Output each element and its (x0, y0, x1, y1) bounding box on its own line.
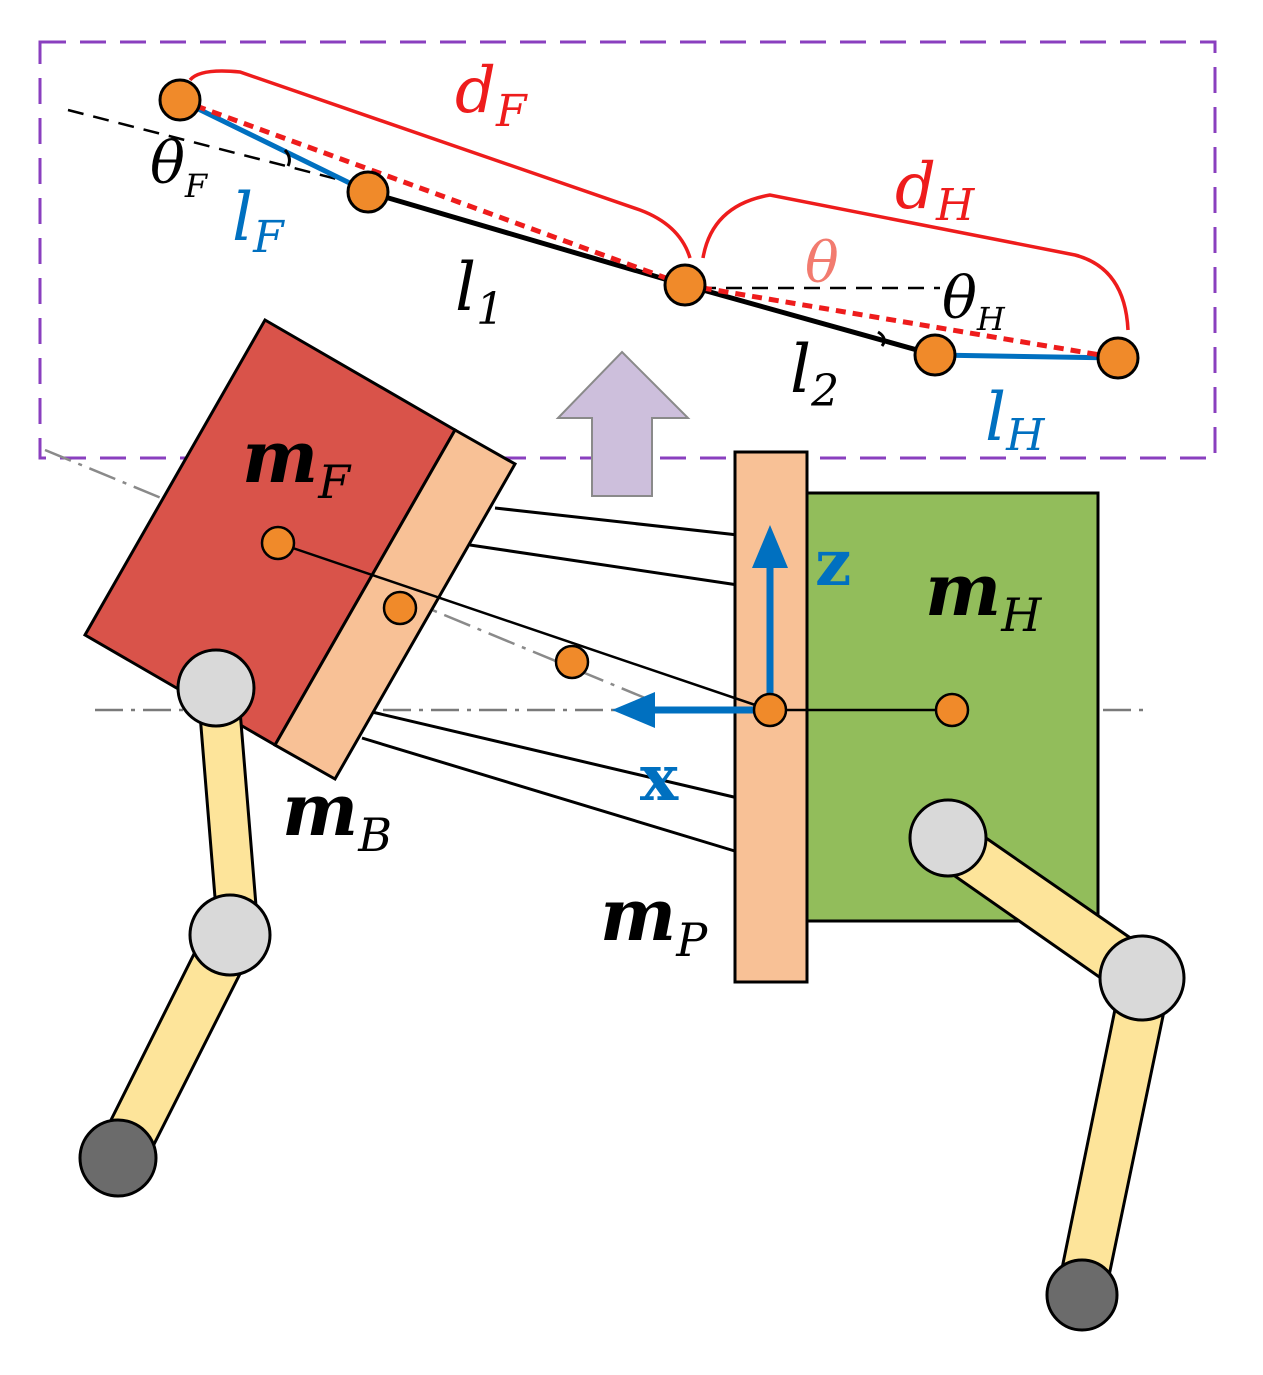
mass-node-plate-front (382, 590, 418, 626)
mass-node-mid (554, 644, 590, 680)
label-dH: dH (895, 150, 976, 231)
label-lF: lF (232, 179, 285, 263)
hind-hip-joint (908, 798, 988, 878)
dH-brace (701, 193, 1130, 331)
label-thetaH: θH (942, 264, 1006, 338)
label-mP: mP (600, 872, 708, 967)
up-arrow-icon (555, 350, 691, 497)
x-axis-arrowhead-icon (612, 692, 655, 728)
link-l2 (684, 282, 936, 358)
link-lF (178, 97, 370, 195)
front-leg (78, 648, 272, 1198)
mass-node-origin (752, 692, 788, 728)
label-x-axis: x (640, 741, 679, 816)
z-axis-arrowhead-icon (752, 525, 788, 568)
label-dF: dF (455, 54, 528, 137)
hind-leg (908, 798, 1186, 1332)
mass-center-line-front (277, 541, 771, 712)
front-hip-joint (176, 648, 256, 728)
simplified-linkage: dF dH θF lF l1 θ θH l2 lH (67, 54, 1140, 461)
label-lH: lH (985, 379, 1046, 461)
node-center (663, 263, 707, 307)
mass-node-front (260, 525, 296, 561)
node-front-hip (346, 170, 390, 214)
label-mF: mF (242, 414, 352, 509)
thetaF-arc (283, 149, 291, 167)
label-l1: l1 (455, 249, 504, 335)
node-hind-hip (913, 333, 957, 377)
distance-dF-line (179, 97, 686, 288)
label-z-axis: z (815, 526, 851, 601)
distance-dH-line (684, 282, 1119, 361)
hind-foot (1045, 1258, 1119, 1332)
label-mH: mH (925, 547, 1042, 642)
spine-springs (361, 506, 739, 854)
mass-node-hind (934, 692, 970, 728)
hind-knee-joint (1098, 934, 1186, 1022)
label-mB: mB (282, 767, 392, 862)
node-front-tip (158, 78, 202, 122)
link-lH (934, 352, 1119, 361)
label-l2: l2 (790, 331, 839, 417)
link-l1 (367, 189, 686, 288)
label-theta: θ (805, 231, 839, 296)
thetaH-arc (877, 330, 886, 347)
node-hind-tip (1096, 336, 1140, 380)
dF-brace (188, 69, 692, 259)
front-foot (78, 1118, 158, 1198)
label-thetaF: θF (150, 129, 209, 205)
front-knee-joint (188, 893, 272, 977)
